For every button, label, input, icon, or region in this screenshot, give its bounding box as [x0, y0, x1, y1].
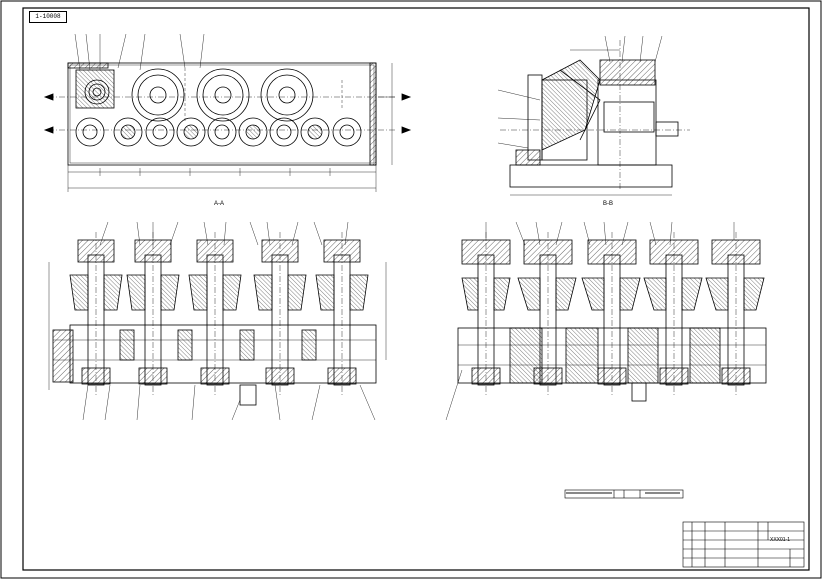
- section-label-b: B-B: [603, 201, 614, 207]
- side-view: [497, 35, 690, 196]
- section-b-b: [445, 221, 767, 421]
- plan-view: [43, 33, 412, 192]
- note-bar: [564, 489, 684, 499]
- sheet-code-tag: 1-10008: [29, 11, 67, 23]
- title-block-drawing-number: XXX01-1: [770, 537, 791, 543]
- title-block: [682, 521, 805, 568]
- section-a-a: [48, 221, 387, 421]
- inner-border: [22, 7, 810, 571]
- section-label-a: A-A: [214, 201, 225, 207]
